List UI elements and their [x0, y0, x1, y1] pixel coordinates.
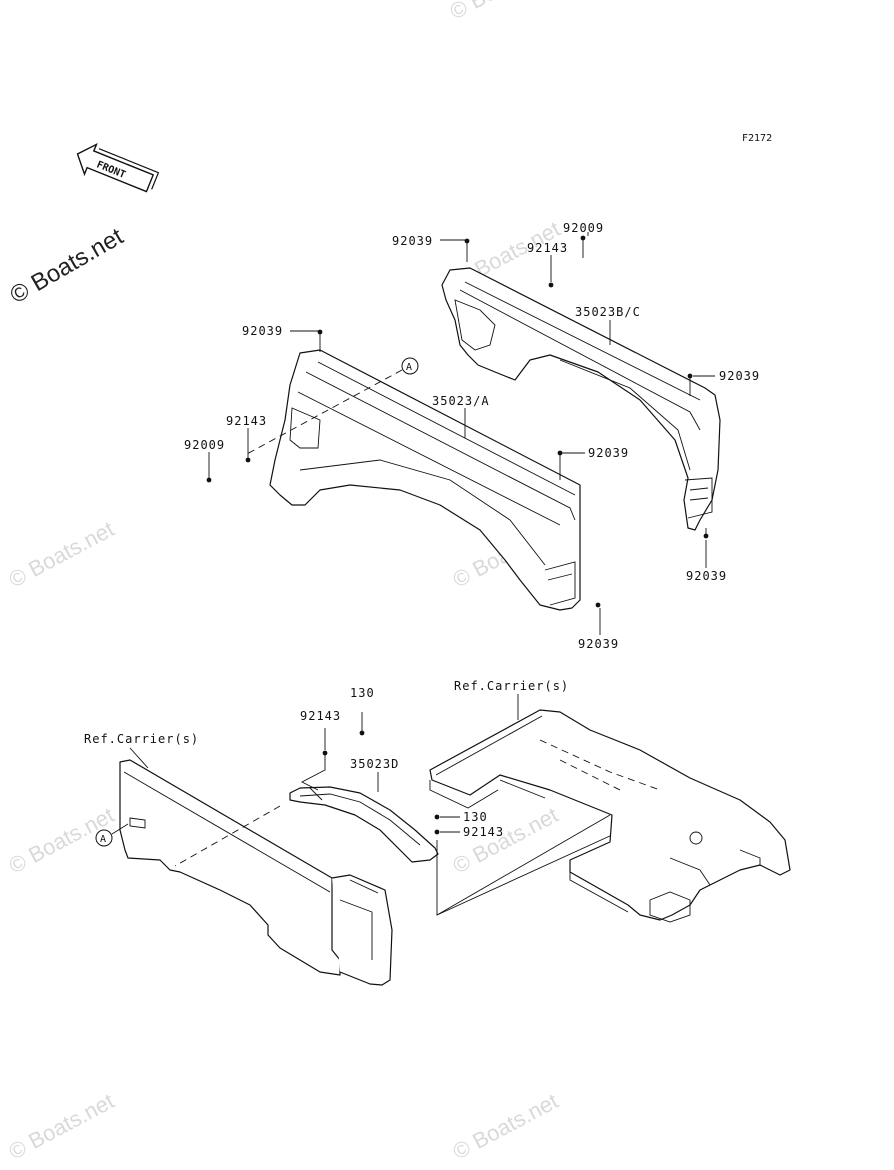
dashed-connector-lower: [174, 805, 281, 867]
callout-92039-b: 92039: [719, 369, 760, 383]
callout-ref-carrier-right: Ref.Carrier(s): [454, 679, 569, 693]
callout-92039-c: 92039: [686, 569, 727, 583]
svg-text:A: A: [406, 362, 412, 373]
watermark-faint-group: © Boats.net © Boats.net © Boats.net © Bo…: [5, 0, 565, 1164]
callout-92039-a: 92039: [392, 234, 433, 248]
carrier-floor-panel: [429, 709, 791, 923]
callout-35023bc: 35023B/C: [575, 305, 641, 319]
callout-leaders-upper: [208, 232, 715, 635]
watermark-top: © Boats.net: [446, 0, 560, 24]
watermark-mid-left: © Boats.net: [5, 516, 119, 592]
callout-130-b: 130: [463, 810, 488, 824]
callout-92009-b: 92009: [184, 438, 225, 452]
watermark-main: © Boats.net: [6, 223, 129, 309]
callout-92143-c: 92143: [300, 709, 341, 723]
callout-leaders-lower: [129, 694, 519, 792]
leader-brackets-lower: [301, 755, 613, 916]
callout-92009-a: 92009: [563, 221, 604, 235]
ref-marker-a-upper: A: [244, 357, 419, 456]
svg-text:A: A: [100, 834, 106, 845]
watermark-bottom-right: © Boats.net: [449, 1088, 563, 1164]
callout-35023d: 35023D: [350, 757, 399, 771]
callout-92039-e: 92039: [588, 446, 629, 460]
hardware-upper: [206, 235, 709, 608]
watermark-bottom-left: © Boats.net: [5, 1088, 119, 1164]
callout-92143-b: 92143: [226, 414, 267, 428]
carrier-side-panel: [119, 759, 393, 986]
fender-inner-35023d: [289, 786, 439, 863]
callout-92039-f: 92039: [578, 637, 619, 651]
callout-ref-carrier-left: Ref.Carrier(s): [84, 732, 199, 746]
callout-35023a: 35023/A: [432, 394, 490, 408]
rear-fender-right-35023bc: [441, 267, 721, 531]
front-arrow-icon: FRONT: [76, 142, 160, 193]
callout-130-a: 130: [350, 686, 375, 700]
figure-code: F2172: [742, 133, 772, 144]
callout-92039-d: 92039: [242, 324, 283, 338]
hardware-lower: [322, 712, 440, 835]
callout-92143-d: 92143: [463, 825, 504, 839]
callout-92143-a: 92143: [527, 241, 568, 255]
rear-fender-left-35023a: [269, 349, 581, 611]
ref-marker-a-lower: A: [95, 823, 129, 847]
